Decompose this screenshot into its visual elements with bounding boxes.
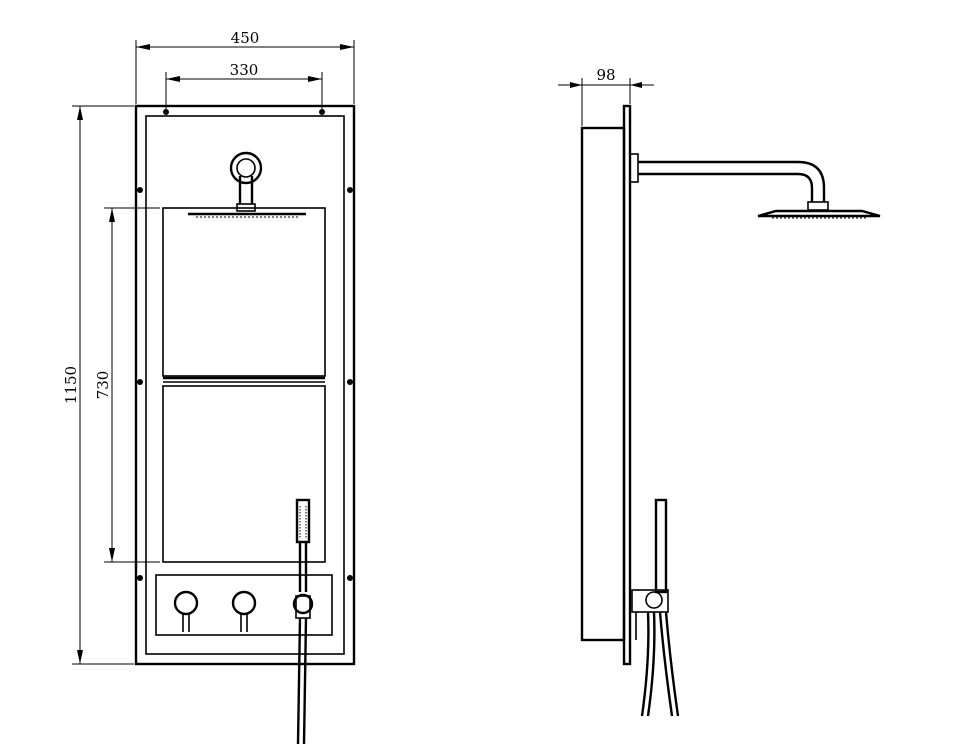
panel-outer-frame [134, 104, 356, 666]
upper-glass-panel [162, 207, 326, 377]
side-view: 98 [558, 66, 881, 717]
dimension-98: 98 [558, 66, 654, 126]
dimension-450: 450 [135, 29, 355, 104]
panel-screws [137, 109, 353, 581]
shower-arm-front [229, 151, 263, 212]
dimension-330: 330 [165, 61, 323, 110]
panel-inner-frame [145, 115, 345, 655]
lower-glass-panel [162, 385, 326, 563]
dimension-1150: 1150 [62, 105, 134, 665]
mixer-knob-2 [231, 590, 257, 632]
side-front-plate [622, 104, 632, 666]
hand-shower-side [631, 498, 680, 717]
shower-arm-side [638, 160, 829, 211]
dim-label-98: 98 [596, 66, 615, 84]
shower-head-side [757, 209, 881, 219]
dim-label-1150: 1150 [62, 366, 80, 404]
dim-label-730: 730 [94, 371, 112, 400]
control-panel [155, 574, 333, 636]
dimension-730: 730 [94, 207, 160, 563]
shower-head-front [188, 212, 306, 218]
side-back-box [580, 126, 626, 642]
hand-shower-front [292, 498, 314, 745]
side-arm-flange [629, 153, 639, 183]
mixer-knob-1 [173, 590, 199, 632]
dim-label-450: 450 [231, 29, 260, 47]
dim-label-330: 330 [230, 61, 259, 79]
front-view: 450 330 1150 730 [62, 29, 356, 745]
